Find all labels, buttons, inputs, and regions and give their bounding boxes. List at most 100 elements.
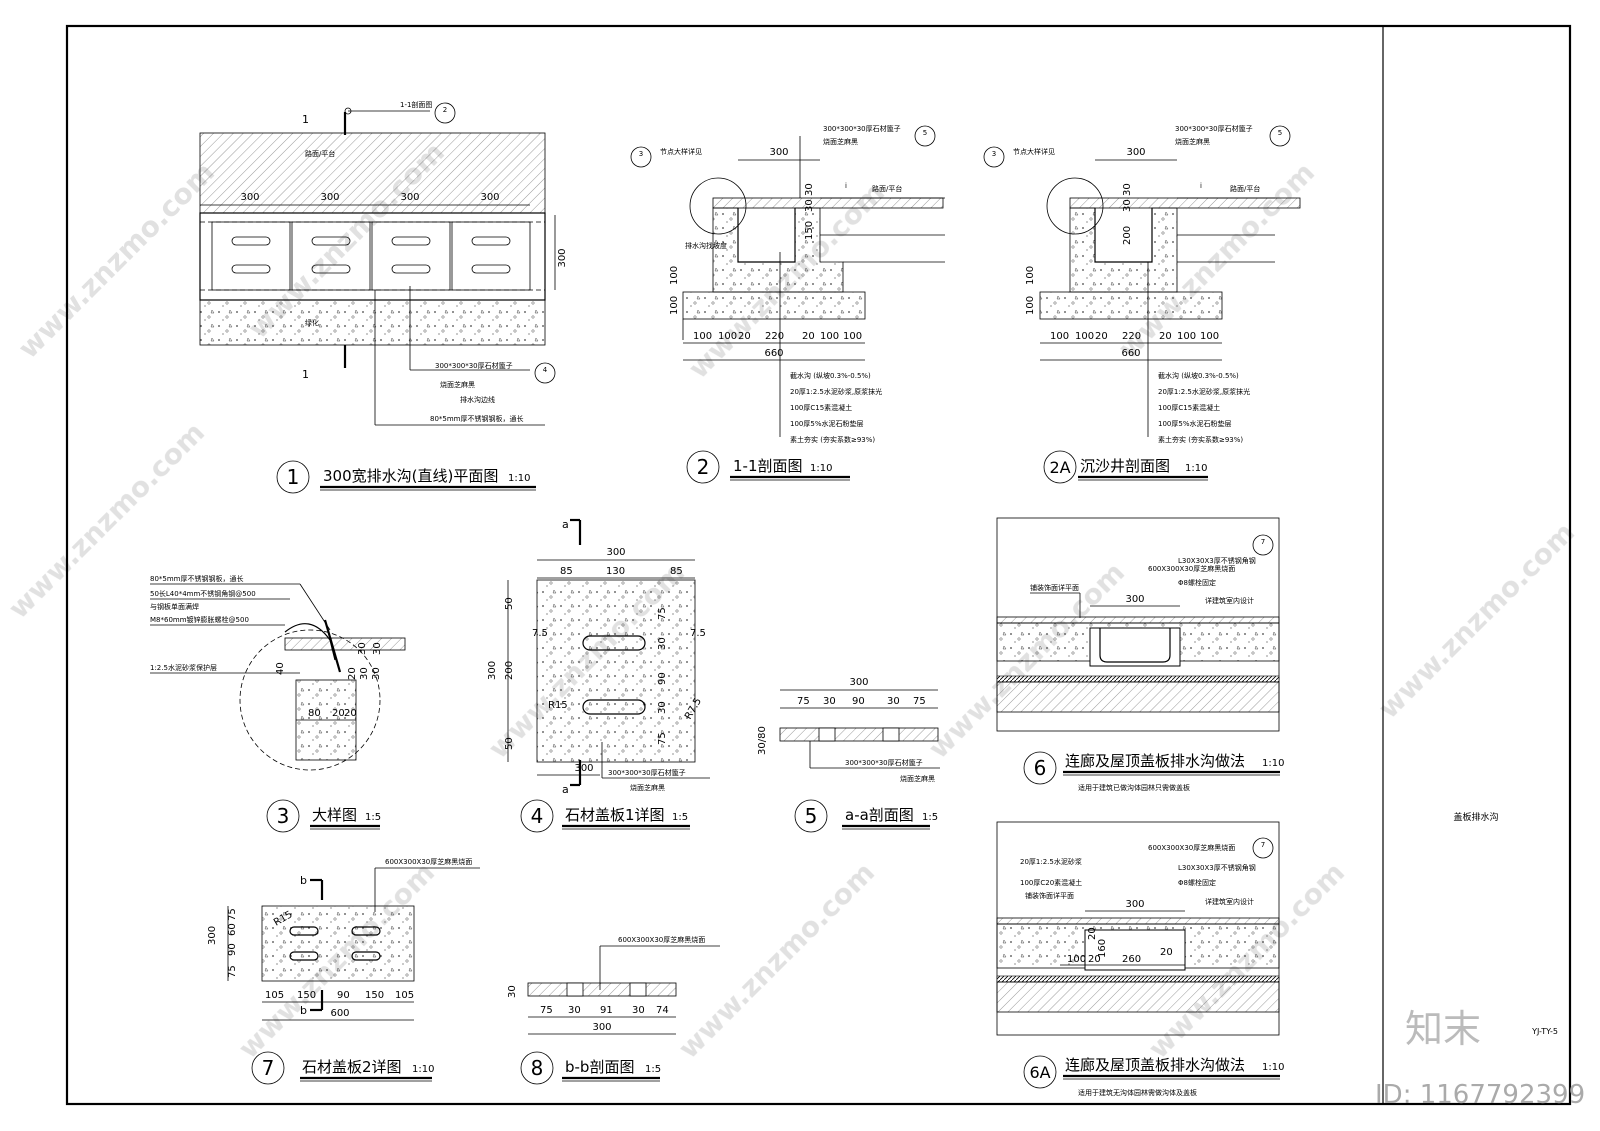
view-number: 1 (287, 465, 300, 489)
cut-label: a (562, 783, 569, 796)
watermark-text: www.znzmo.com (672, 856, 881, 1065)
note-text: Φ8螺栓固定 (1178, 878, 1216, 887)
view-1-plan: 路面/平台 绿化 300 300 300 300 300 1 1 1-1剖面 (199, 100, 568, 494)
dim-label: 7.5 (532, 628, 548, 639)
dim-label: 30 (357, 642, 368, 655)
note-text: 50长L40*4mm不锈钢角钢@500 (150, 589, 256, 598)
callout-text: 烧面芝麻黑 (1175, 137, 1210, 146)
dim-label: 105 (265, 990, 284, 1001)
dim-label: 30 (657, 701, 668, 714)
callout-text: 300*300*30厚石材篦子 (435, 361, 513, 370)
paving-zone (199, 132, 546, 214)
slope-mark: i (1200, 182, 1202, 190)
note-text: 600X300X30厚芝麻黑烧面 (1148, 564, 1235, 573)
view-title: b-b剖面图 (565, 1058, 634, 1076)
view-6a-detail: 300 20厚1:2.5水泥砂浆 100厚C20素混凝土 铺装饰面详平面 600… (996, 821, 1284, 1097)
dim-label: 80 (308, 708, 321, 719)
callout-text: 排水沟边线 (460, 395, 495, 404)
note-text: 20厚1:2.5水泥砂浆 (1020, 857, 1082, 866)
note-text: 100厚5%水泥石粉垫层 (790, 419, 863, 428)
dim-label: 30/80 (757, 726, 768, 755)
view-title: 石材盖板2详图 (302, 1058, 402, 1076)
view-title: a-a剖面图 (845, 806, 914, 824)
dim-label: 30 (372, 642, 383, 655)
dim-label: 30 (1122, 183, 1133, 196)
callout-text: 节点大样详见 (660, 147, 702, 156)
dim-label: 150 (365, 990, 384, 1001)
view-title: 大样图 (312, 806, 357, 824)
dim-label: 75 (913, 696, 926, 707)
ref-number: 3 (992, 150, 996, 158)
dim-label: 300 (320, 192, 339, 203)
dim-label: 200 (504, 661, 515, 680)
note-text: 与钢板单面满焊 (150, 602, 199, 611)
dim-label: 300 (592, 1022, 611, 1033)
note-text: 截水沟 (纵坡0.3%-0.5%) (1158, 371, 1239, 380)
dim-label: 105 (395, 990, 414, 1001)
callout-text: 烧面芝麻黑 (823, 137, 858, 146)
note-text: 素土夯实 (夯实系数≥93%) (790, 435, 875, 444)
dim-label: 100 (1075, 331, 1094, 342)
dim-label: 20 (347, 667, 358, 680)
note-text: Φ8螺栓固定 (1178, 578, 1216, 587)
dim-label: 90 (337, 990, 350, 1001)
view-2-section: 300*300*30厚石材篦子 烧面芝麻黑 5 3 节点大样详见 路面/平台 i… (630, 124, 945, 484)
dim-label: 75 (540, 1005, 553, 1016)
dim-label: 30 (887, 696, 900, 707)
dim-label: 160 (1097, 939, 1108, 958)
dim-label: 85 (560, 566, 573, 577)
callout-text: 600X300X30厚芝麻黑烧面 (618, 935, 705, 944)
surface-label: 路面/平台 (1230, 184, 1260, 193)
grate-row (211, 221, 531, 291)
note-text: L30X30X3厚不锈钢角钢 (1178, 863, 1256, 872)
dim-label: 100 (1177, 331, 1196, 342)
zone-label-top: 路面/平台 (305, 149, 335, 158)
cut-label: b (300, 874, 307, 887)
dim-label: 20 (332, 708, 345, 719)
dim-label: 20 (1087, 927, 1098, 940)
dim-label: 300 (849, 677, 868, 688)
view-scale: 1:10 (1185, 463, 1207, 474)
dim-label: 300 (574, 763, 593, 774)
dim-label: 30 (804, 183, 815, 196)
dim-label: 100 (1025, 296, 1036, 315)
dim-label: 30 (507, 985, 518, 998)
cut-label: a (562, 518, 569, 531)
view-scale: 1:5 (645, 1064, 661, 1075)
dim-label: 75 (657, 607, 668, 620)
ref-bubble (434, 102, 456, 124)
dim-label: R15 (548, 700, 568, 711)
ref-number: 2 (443, 106, 447, 114)
dim-label: 220 (1122, 331, 1141, 342)
callout-text: 烧面芝麻黑 (440, 380, 475, 389)
dim-label: 90 (227, 943, 238, 956)
dim-label: 100 (843, 331, 862, 342)
note-text: 截水沟 (纵坡0.3%-0.5%) (790, 371, 871, 380)
dim-label: 20 (1159, 331, 1172, 342)
note-text: 100厚C15素混凝土 (1158, 403, 1220, 412)
dim-label: 100 (1067, 954, 1086, 965)
view-title: 1-1剖面图 (733, 457, 803, 475)
dim-label: 260 (1122, 954, 1141, 965)
dim-label: 300 (769, 147, 788, 158)
view-number: 3 (277, 804, 290, 828)
callout-text: 烧面芝麻黑 (630, 783, 665, 792)
dim-label: 300 (1125, 594, 1144, 605)
dim-label: 75 (227, 965, 238, 978)
dim-label: 20 (1160, 947, 1173, 958)
view-note: 适用于建筑已做沟体园林只需做盖板 (1078, 783, 1190, 792)
cut-label: 1 (302, 113, 309, 126)
ref-number: 4 (543, 366, 548, 374)
note-text: 详建筑室内设计 (1205, 596, 1254, 605)
view-scale: 1:10 (810, 463, 832, 474)
sheet-border (65, 24, 1572, 1106)
view-scale: 1:10 (508, 473, 530, 484)
note-text: 100厚C15素混凝土 (790, 403, 852, 412)
view-number: 5 (805, 804, 818, 828)
dim-label: 300 (557, 248, 568, 267)
dim-label: 300 (207, 926, 218, 945)
note-text: 100厚5%水泥石粉垫层 (1158, 419, 1231, 428)
view-number: 2 (697, 455, 710, 479)
view-6-detail: 300 铺装饰面详平面 600X300X30厚芝麻黑烧面 L30X30X3厚不锈… (996, 517, 1284, 792)
view-scale: 1:5 (365, 812, 381, 823)
